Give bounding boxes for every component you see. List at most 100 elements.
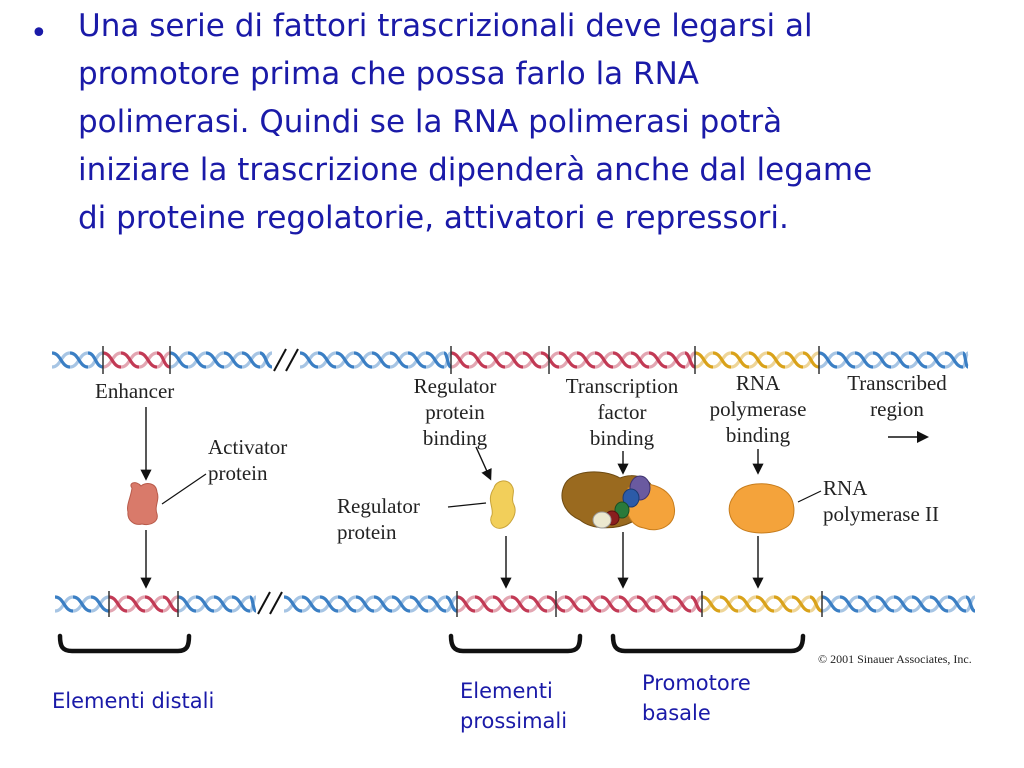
- dna-strand-segment: [389, 351, 409, 369]
- dna-strand-segment: [335, 351, 355, 369]
- dna-strand-segment: [427, 595, 447, 613]
- dna-strand-segment: [648, 351, 668, 369]
- dna-strand-segment: [809, 595, 823, 613]
- dna-helix-bottom: [54, 595, 976, 613]
- label-tf-binding-3: binding: [590, 426, 655, 450]
- bullet-line-5: di proteine regolatorie, attivatori e re…: [78, 200, 789, 236]
- dna-strand-segment: [872, 351, 892, 369]
- dna-strand-segment: [784, 351, 804, 369]
- dna-strand-segment: [818, 351, 838, 369]
- bracket-proximal: [448, 633, 583, 654]
- dna-strand-segment: [947, 595, 967, 613]
- dna-strand-segment: [965, 595, 976, 613]
- dna-strand-segment: [72, 595, 92, 613]
- dna-strand-segment: [893, 595, 913, 613]
- dna-strand-segment: [90, 595, 110, 613]
- label-rnap2-2: polymerase II: [823, 502, 939, 526]
- label-rnap2-1: RNA: [823, 476, 868, 500]
- dna-strand-segment: [407, 351, 427, 369]
- dna-strand-segment: [213, 595, 233, 613]
- dna-strand-segment: [564, 595, 584, 613]
- dna-strand-segment: [612, 351, 632, 369]
- dna-strand-segment: [755, 595, 775, 613]
- dna-strand-segment: [391, 595, 411, 613]
- dna-strand-segment: [69, 351, 89, 369]
- dna-strand-segment: [259, 351, 273, 369]
- dna-strand-segment: [317, 351, 337, 369]
- dna-strand-segment: [666, 351, 686, 369]
- dna-strand-segment: [337, 595, 357, 613]
- dna-strand-segment: [773, 595, 793, 613]
- dna-strand-segment: [839, 595, 859, 613]
- dna-strand-segment: [87, 351, 104, 369]
- bullet-line-1: Una serie di fattori trascrizionali deve…: [78, 8, 813, 44]
- dna-strand-segment: [108, 595, 128, 613]
- dna-strand-segment: [468, 351, 488, 369]
- dna-strand-segment: [890, 351, 910, 369]
- dna-strand-segment: [672, 595, 692, 613]
- dna-strand-segment: [528, 595, 548, 613]
- dna-strand-segment: [944, 351, 964, 369]
- dna-strand-segment: [337, 595, 357, 613]
- dna-strand-segment: [205, 351, 225, 369]
- dna-strand-segment: [730, 351, 750, 369]
- dna-strand-segment: [791, 595, 811, 613]
- dna-strand-segment: [648, 351, 668, 369]
- label-activator-2: protein: [208, 461, 268, 485]
- dna-strand-segment: [719, 595, 739, 613]
- dna-strand-segment: [836, 351, 856, 369]
- dna-strand-segment: [486, 351, 506, 369]
- dna-strand-segment: [169, 351, 189, 369]
- dna-strand-segment: [719, 595, 739, 613]
- dna-strand-segment: [407, 351, 427, 369]
- label-promotore-basale-1: Promotore: [642, 671, 751, 695]
- dna-strand-segment: [249, 595, 257, 613]
- dna-strand-segment: [528, 595, 548, 613]
- dna-strand-segment: [371, 351, 391, 369]
- dna-strand-segment: [241, 351, 261, 369]
- dna-strand-segment: [72, 595, 92, 613]
- dna-strand-segment: [582, 595, 602, 613]
- label-rnap-binding-3: binding: [726, 423, 791, 447]
- dna-strand-segment: [187, 351, 207, 369]
- dna-strand-segment: [317, 351, 337, 369]
- dna-strand-segment: [730, 351, 750, 369]
- dna-strand-segment: [231, 595, 251, 613]
- dna-strand-segment: [962, 351, 969, 369]
- bracket-distal: [57, 633, 192, 654]
- dna-strand-segment: [510, 595, 530, 613]
- dna-strand-segment: [259, 351, 273, 369]
- dna-strand-segment: [138, 351, 158, 369]
- bullet-line-2: promotore prima che possa farlo la RNA: [78, 56, 699, 92]
- dna-strand-segment: [564, 595, 584, 613]
- dna-strand-segment: [120, 351, 140, 369]
- label-rnap-binding-1: RNA: [736, 371, 781, 395]
- dna-strand-segment: [690, 595, 703, 613]
- dna-strand-segment: [522, 351, 542, 369]
- dna-strand-segment: [409, 595, 429, 613]
- dna-strand-segment: [558, 351, 578, 369]
- dna-strand-segment: [319, 595, 339, 613]
- dna-strand-segment: [836, 351, 856, 369]
- dna-strand-segment: [630, 351, 650, 369]
- dna-strand-segment: [890, 351, 910, 369]
- dna-strand-segment: [893, 595, 913, 613]
- dna-strand-segment: [301, 595, 321, 613]
- dna-strand-segment: [69, 351, 89, 369]
- dna-strand-segment: [766, 351, 786, 369]
- dna-strand-segment: [908, 351, 928, 369]
- dna-strand-segment: [672, 595, 692, 613]
- dna-strand-segment: [156, 351, 171, 369]
- dna-strand-segment: [504, 351, 524, 369]
- dna-strand-segment: [690, 595, 703, 613]
- dna-strand-segment: [712, 351, 732, 369]
- dna-strand-segment: [445, 595, 458, 613]
- dna-strand-segment: [355, 595, 375, 613]
- dna-strand-segment: [839, 595, 859, 613]
- dna-strand-segment: [54, 595, 74, 613]
- dna-strand-segment: [249, 595, 257, 613]
- dna-break-mark-top: [273, 348, 299, 372]
- dna-helix-top: [51, 351, 969, 369]
- dna-strand-segment: [474, 595, 494, 613]
